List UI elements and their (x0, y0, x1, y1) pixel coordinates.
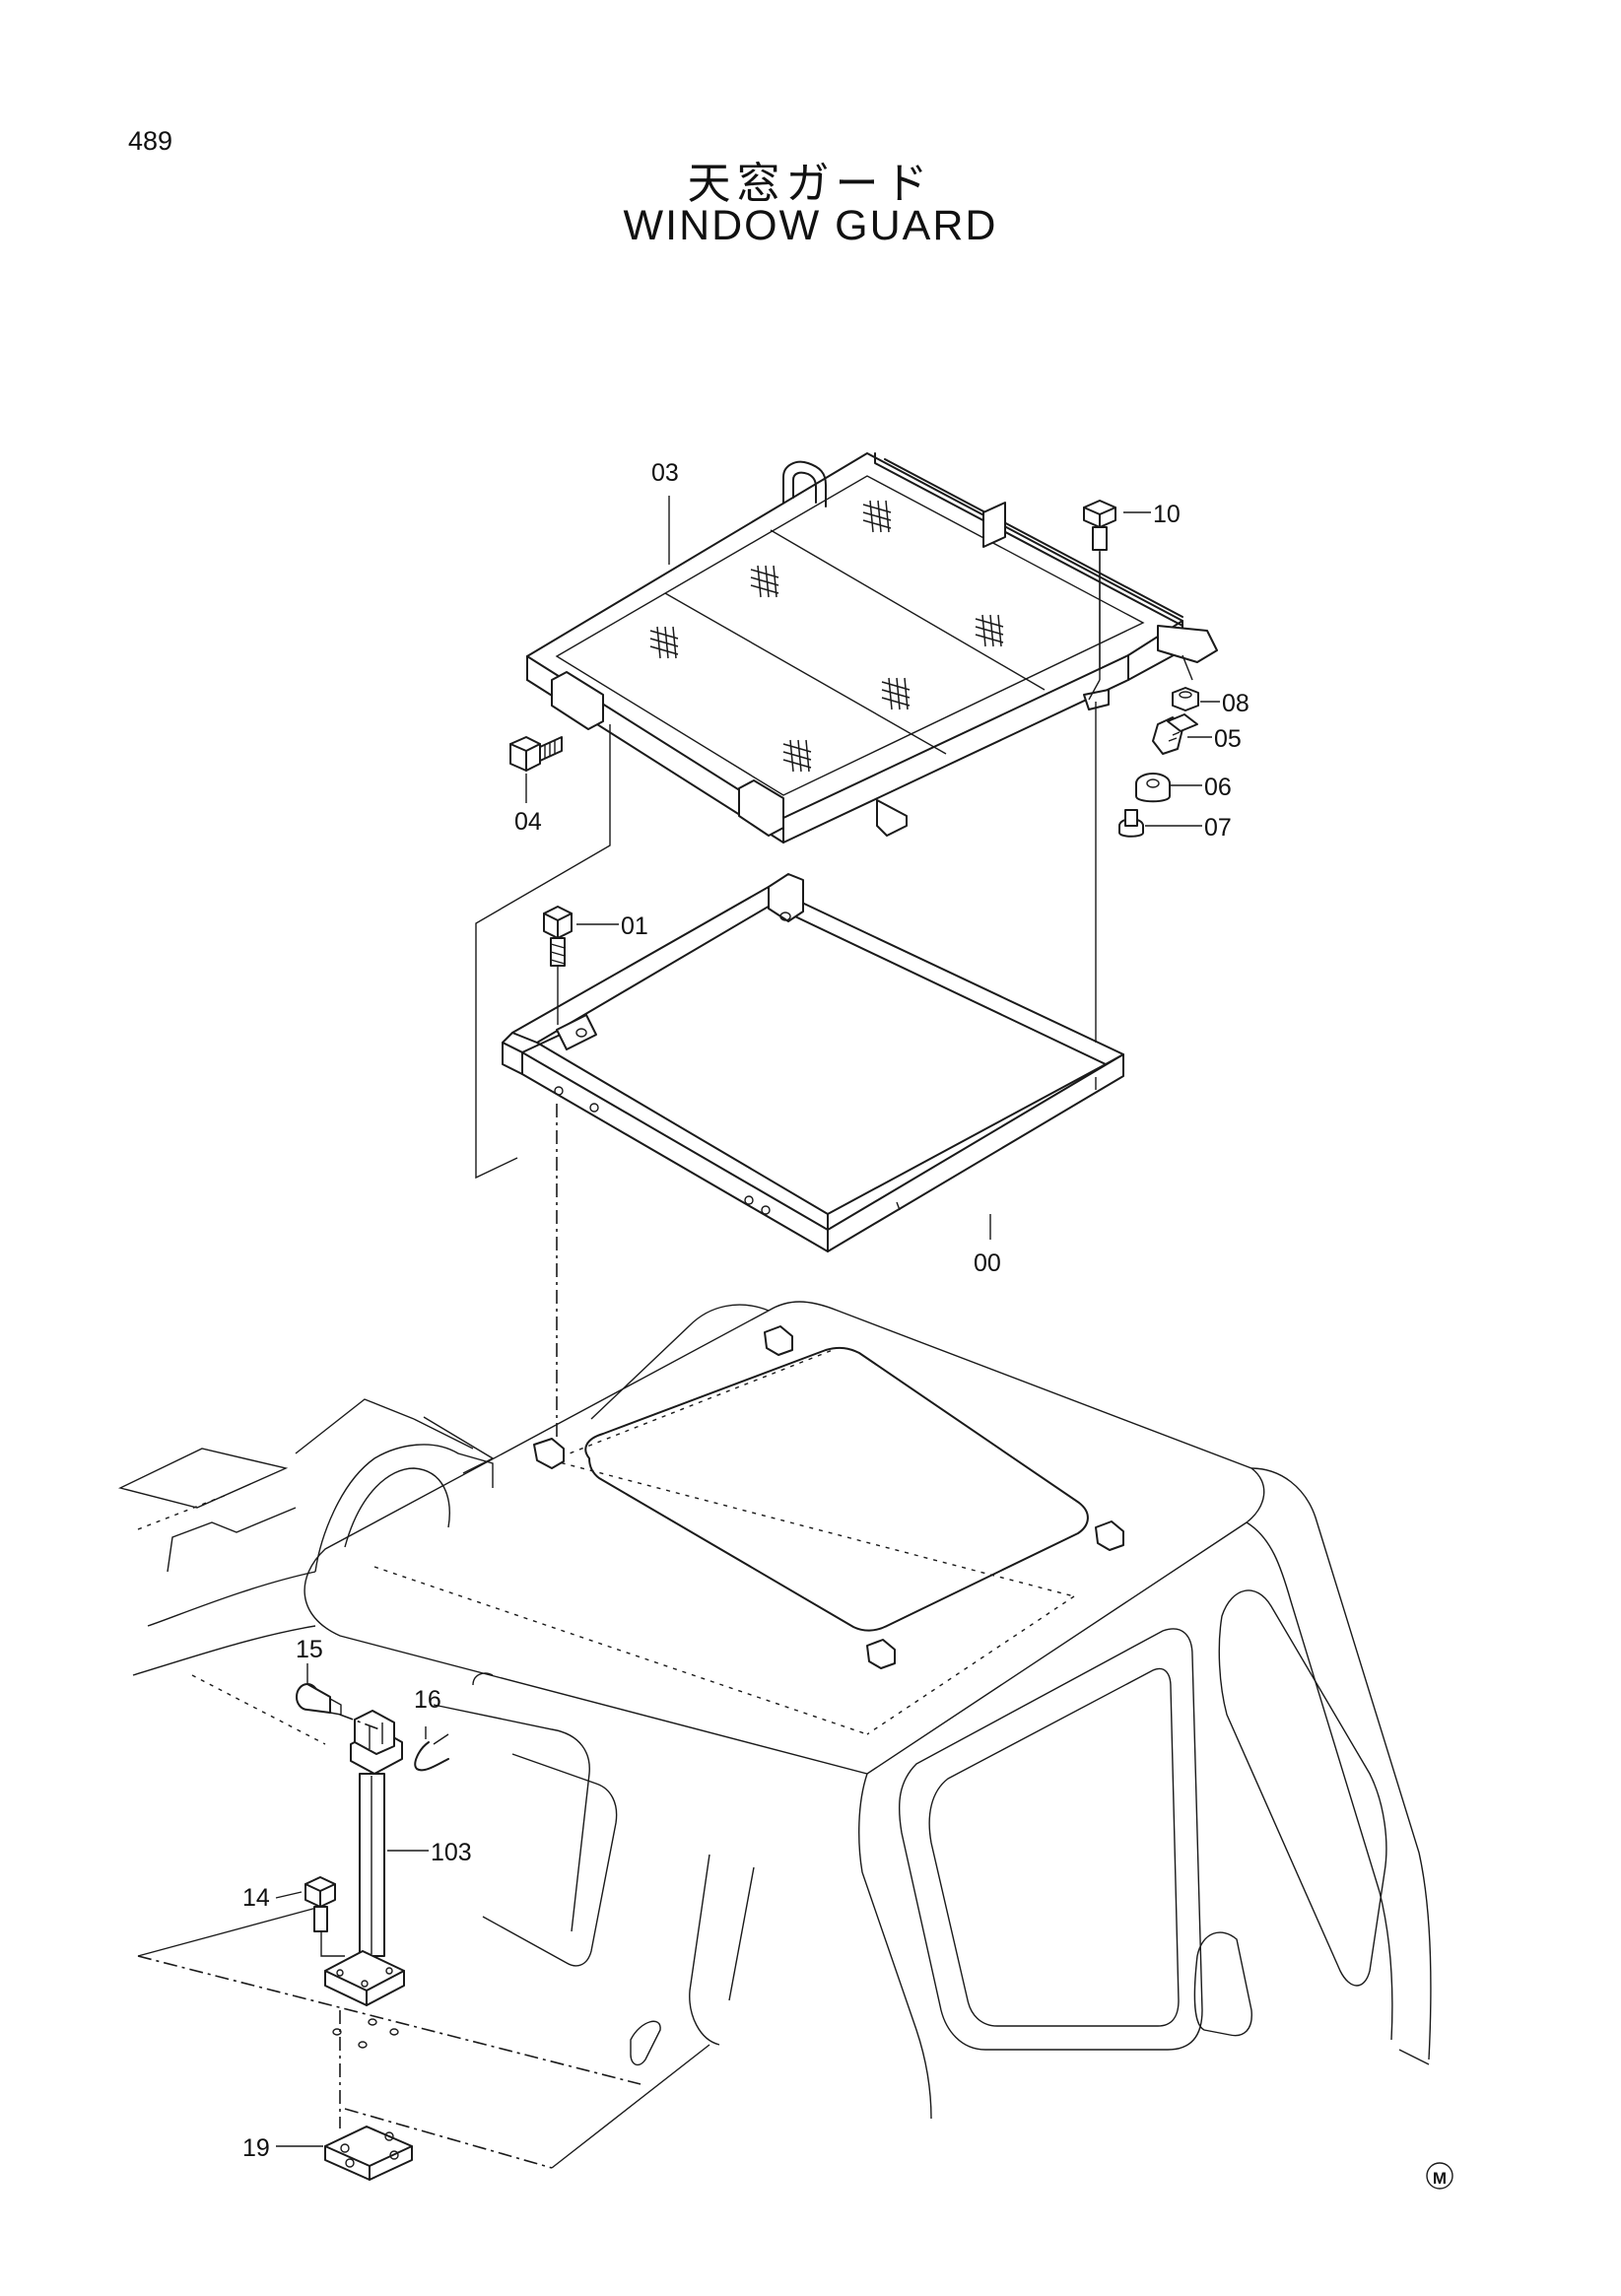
callout-19: 19 (242, 2134, 270, 2162)
callout-03: 03 (651, 459, 679, 487)
bushing-05 (1152, 713, 1198, 755)
callout-15: 15 (296, 1636, 323, 1663)
callout-10: 10 (1153, 501, 1181, 528)
mesh-pattern (649, 500, 1004, 773)
callout-04: 04 (514, 808, 542, 836)
bolt-07 (1118, 809, 1144, 838)
callout-05: 05 (1214, 725, 1242, 753)
m-mark-letter: M (1433, 2169, 1447, 2188)
alignment-lines (320, 550, 1101, 2128)
leader-lines (275, 496, 1220, 2147)
callout-103: 103 (431, 1839, 472, 1866)
m-mark-symbol: M (1426, 2162, 1453, 2190)
callout-06: 06 (1204, 774, 1232, 801)
callout-16: 16 (414, 1686, 441, 1714)
title-english: WINDOW GUARD (623, 202, 998, 249)
base-frame (502, 873, 1124, 1252)
callout-01: 01 (621, 912, 648, 940)
title-japanese: 天窓ガード (687, 159, 934, 209)
rubber-mount-06 (1135, 773, 1171, 803)
callout-labels: 03 10 08 05 06 07 04 01 00 15 16 103 14 … (242, 459, 1250, 2162)
bolt-01 (543, 906, 573, 967)
bolt-10 (1083, 500, 1116, 551)
guard-cover-frame (526, 452, 1218, 844)
nut-08 (1172, 687, 1199, 711)
bolt-04 (509, 736, 563, 772)
callout-00: 00 (974, 1249, 1001, 1277)
callout-08: 08 (1222, 690, 1250, 717)
page-number: 489 (128, 126, 173, 156)
stay-assembly (296, 1683, 449, 2181)
cab-outline (117, 1301, 1432, 2169)
callout-07: 07 (1204, 814, 1232, 842)
callout-14: 14 (242, 1884, 270, 1912)
